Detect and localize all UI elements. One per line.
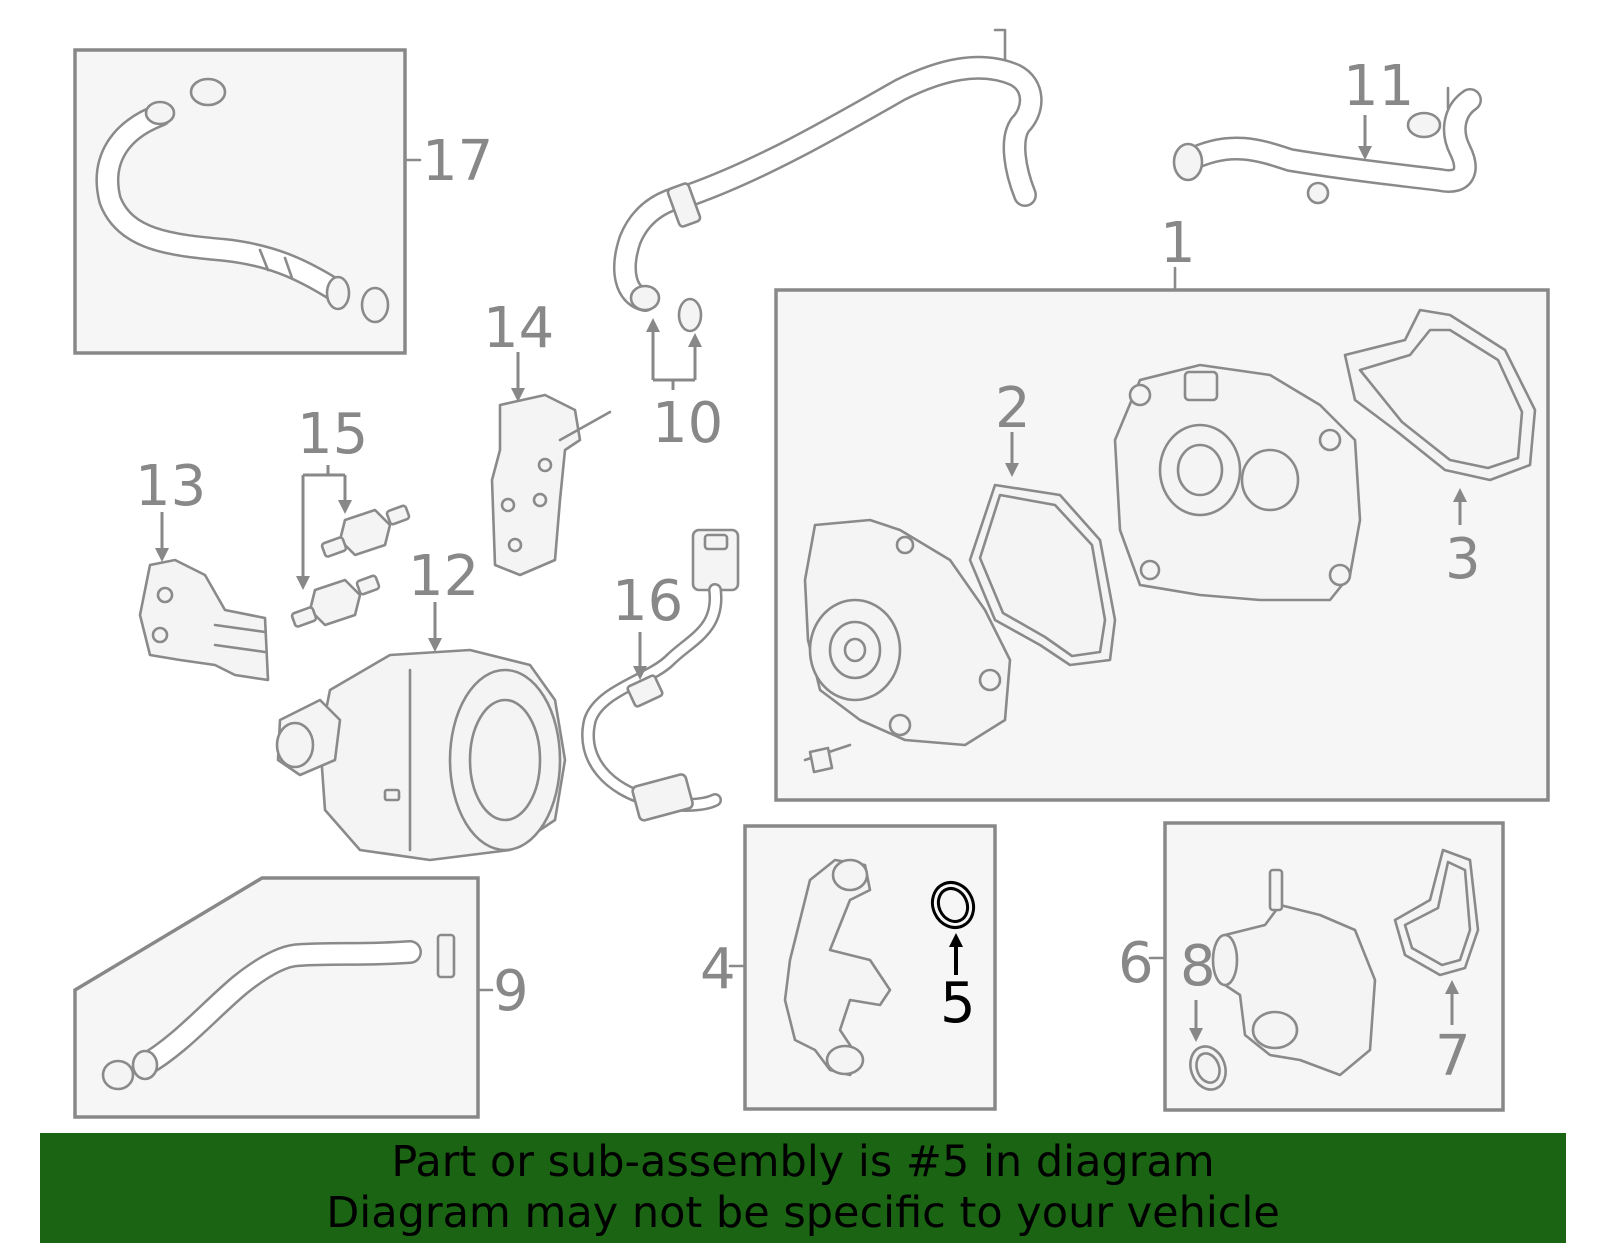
- callout-3: 3: [1445, 527, 1481, 592]
- part-2-gasket[interactable]: [968, 483, 1117, 667]
- part-14-bracket[interactable]: [490, 393, 612, 577]
- callout-16: 16: [612, 569, 683, 634]
- part-10-coolant-pipe[interactable]: [613, 28, 1043, 333]
- callout-15: 15: [297, 402, 368, 467]
- disclaimer-banner: Part or sub-assembly is #5 in diagram Di…: [40, 1133, 1566, 1243]
- callout-8: 8: [1180, 934, 1216, 999]
- callout-4: 4: [700, 937, 736, 1002]
- callout-1: 1: [1160, 211, 1196, 276]
- banner-line-1: Part or sub-assembly is #5 in diagram: [391, 1137, 1215, 1187]
- callout-12: 12: [408, 544, 479, 609]
- part-17-hose-assembly[interactable]: [73, 48, 422, 355]
- part-9-hose-assembly[interactable]: [73, 876, 494, 1119]
- callout-10-arrows: [646, 318, 702, 390]
- callout-14: 14: [483, 296, 554, 361]
- part-11-pipe[interactable]: [1172, 86, 1482, 205]
- callout-13: 13: [135, 454, 206, 519]
- part-7-gasket[interactable]: [1393, 848, 1480, 977]
- callout-15-arrows: [296, 465, 352, 590]
- part-5-o-ring[interactable]: [925, 876, 981, 935]
- water-pump-housing[interactable]: [803, 518, 1012, 774]
- part-4-thermostat-housing[interactable]: [728, 824, 997, 1111]
- banner-line-2: Diagram may not be specific to your vehi…: [326, 1188, 1280, 1238]
- callout-5: 5: [940, 971, 976, 1036]
- callout-10: 10: [652, 391, 723, 456]
- pump-cover[interactable]: [1113, 363, 1362, 602]
- part-12-electric-pump[interactable]: [275, 648, 567, 862]
- part-3-gasket[interactable]: [1343, 308, 1537, 482]
- part-8-o-ring[interactable]: [1185, 1042, 1232, 1095]
- callout-17: 17: [422, 129, 493, 194]
- callout-2: 2: [995, 376, 1031, 441]
- callout-6: 6: [1118, 931, 1154, 996]
- part-16-wiring-harness[interactable]: [581, 528, 740, 822]
- part-13-bracket[interactable]: [138, 558, 270, 682]
- callout-11: 11: [1343, 54, 1414, 119]
- part-15-check-valves[interactable]: [290, 504, 411, 628]
- callout-9: 9: [493, 959, 529, 1024]
- callout-7: 7: [1435, 1024, 1471, 1089]
